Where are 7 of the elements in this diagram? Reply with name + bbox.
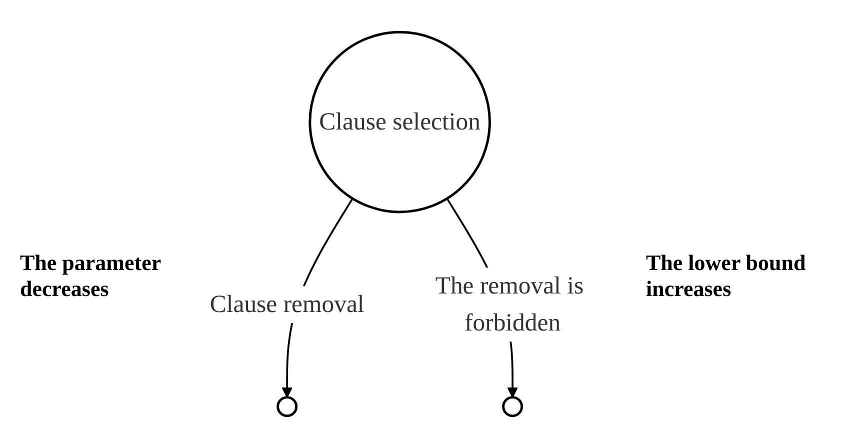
note-text: The lower bound increases [646, 250, 807, 302]
note-text: The parameter decreases [20, 250, 162, 302]
edge-label: Clause removal [210, 291, 364, 318]
node-circle [276, 396, 298, 418]
edge-label: The removal is forbidden [435, 272, 584, 337]
node-circle [502, 396, 524, 418]
node-circle: Clause selection [308, 30, 491, 214]
